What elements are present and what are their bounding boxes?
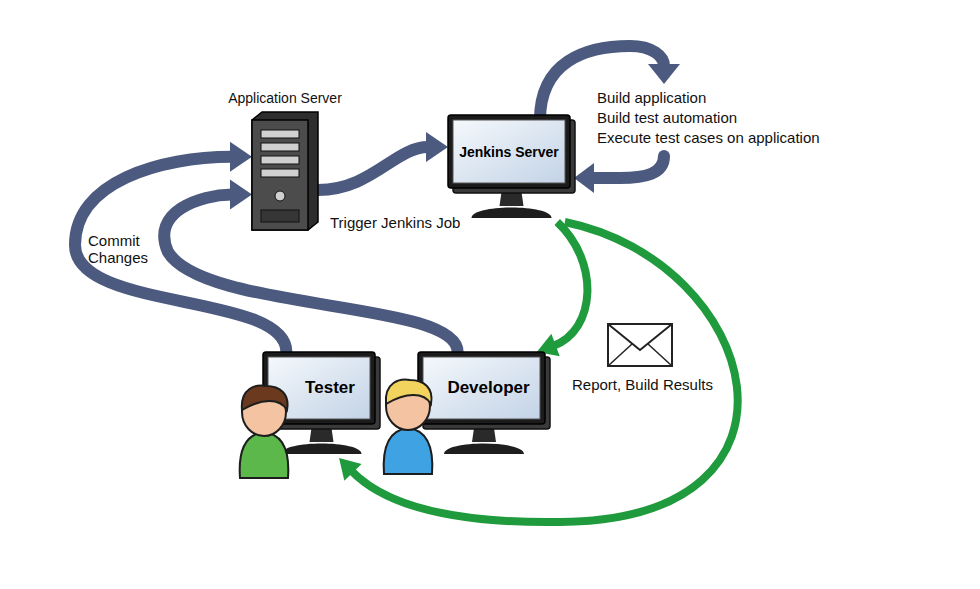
envelope-icon [608, 324, 672, 366]
arrow-line [352, 222, 738, 522]
node-title: Developer [447, 378, 529, 398]
edge-label: Trigger Jenkins Job [330, 214, 460, 231]
arrowhead [426, 132, 448, 162]
loop-arrowhead [574, 163, 594, 193]
arrow-line [554, 222, 588, 346]
screen-area: Tester [268, 357, 370, 419]
flow-arrow [339, 222, 738, 522]
loop-arrow [540, 46, 664, 120]
flow-arrow [537, 222, 588, 356]
edge-label: Commit Changes [88, 232, 162, 266]
arrowhead [230, 180, 252, 210]
flow-arrow [318, 132, 448, 190]
arrowhead [230, 142, 252, 172]
step-note: Build application [597, 89, 706, 106]
loop-arrow [592, 156, 664, 178]
node-heading: Application Server [228, 90, 342, 106]
node-title: Tester [305, 378, 355, 398]
step-note: Execute test cases on application [597, 129, 820, 146]
server-node: Application Server [252, 112, 318, 230]
monitor-icon [448, 115, 575, 222]
monitor-icon [418, 352, 550, 458]
screen-area: Jenkins Server [453, 120, 565, 183]
computer-node: Tester [263, 352, 380, 458]
step-note: Build test automation [597, 109, 737, 126]
screen-area: Developer [423, 357, 540, 419]
computer-node: Developer [418, 352, 550, 458]
edge-label: Report, Build Results [572, 376, 713, 393]
arrow-line [318, 147, 428, 190]
node-title: Jenkins Server [459, 144, 559, 160]
loop-arrowhead [648, 64, 680, 84]
arrowhead [339, 458, 362, 481]
server-tower-icon [252, 112, 318, 230]
tester-figure [240, 386, 289, 478]
monitor-icon [263, 352, 380, 458]
developer-figure [384, 380, 433, 474]
computer-node: Jenkins Server [448, 115, 575, 222]
